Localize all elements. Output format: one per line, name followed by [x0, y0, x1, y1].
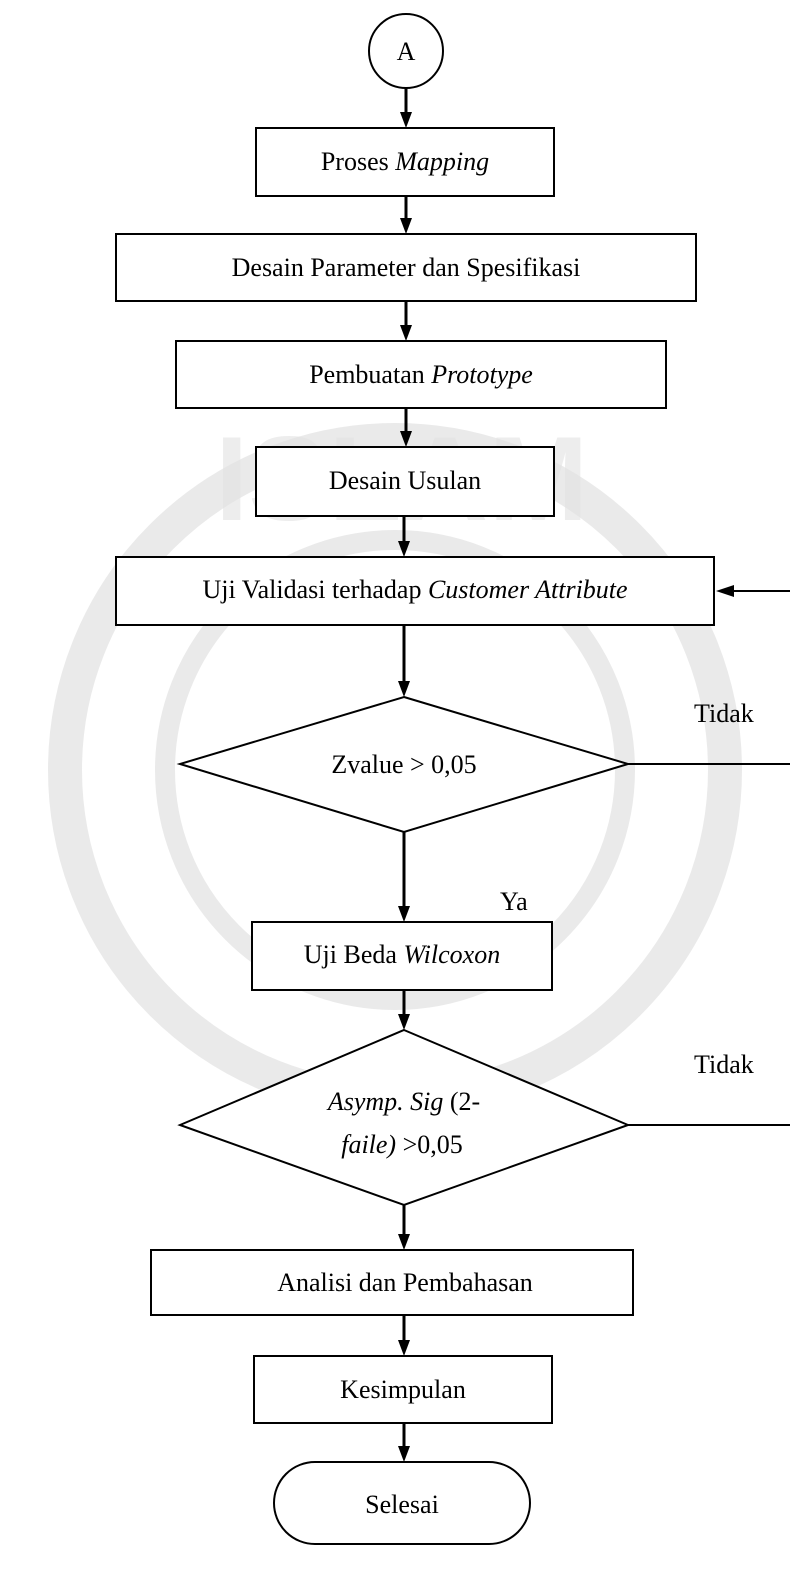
- process-desain-parameter: Desain Parameter dan Spesifikasi: [115, 233, 697, 302]
- process-pembuatan-prototype: Pembuatan Prototype: [175, 340, 667, 409]
- svg-text:Pembuatan Prototype: Pembuatan Prototype: [309, 360, 533, 389]
- svg-text:Proses Mapping: Proses Mapping: [321, 147, 489, 176]
- proses-mapping-label-italic: Mapping: [394, 147, 489, 176]
- svg-text:Asymp. Sig (2-: Asymp. Sig (2-: [326, 1087, 480, 1116]
- uji-validasi-label: Uji Validasi terhadap: [202, 575, 428, 604]
- decision-asymp-sig: Asymp. Sig (2- faile) >0,05: [177, 1028, 631, 1207]
- process-analisi: Analisi dan Pembahasan: [150, 1249, 634, 1316]
- process-uji-beda: Uji Beda Wilcoxon: [251, 921, 553, 991]
- terminator-selesai: Selesai: [273, 1461, 531, 1545]
- selesai-label: Selesai: [365, 1490, 439, 1519]
- process-proses-mapping: Proses Mapping: [255, 127, 555, 197]
- analisi-label: Analisi dan Pembahasan: [277, 1268, 533, 1297]
- pembuatan-prototype-label-italic: Prototype: [430, 360, 533, 389]
- desain-parameter-label: Desain Parameter dan Spesifikasi: [232, 253, 581, 282]
- uji-beda-label: Uji Beda: [304, 940, 404, 969]
- decision-asymp-line2-plain: >0,05: [396, 1130, 463, 1159]
- connectors: [398, 88, 790, 1462]
- process-uji-validasi: Uji Validasi terhadap Customer Attribute: [115, 556, 715, 626]
- connector-a: A: [368, 13, 444, 89]
- pembuatan-prototype-label: Pembuatan: [309, 360, 431, 389]
- process-desain-usulan: Desain Usulan: [255, 446, 555, 517]
- desain-usulan-label: Desain Usulan: [329, 466, 481, 495]
- kesimpulan-label: Kesimpulan: [340, 1375, 466, 1404]
- uji-beda-label-italic: Wilcoxon: [403, 940, 500, 969]
- svg-text:faile) >0,05: faile) >0,05: [341, 1130, 463, 1159]
- connector-a-label: A: [397, 37, 416, 66]
- uji-validasi-label-italic: Customer Attribute: [428, 575, 628, 604]
- decision-zvalue-label: Zvalue > 0,05: [331, 750, 476, 779]
- process-kesimpulan: Kesimpulan: [253, 1355, 553, 1424]
- decision-asymp-line1-italic: Asymp. Sig: [326, 1087, 444, 1116]
- decision-asymp-line1-plain: (2-: [443, 1087, 480, 1116]
- svg-text:Uji Beda Wilcoxon: Uji Beda Wilcoxon: [304, 940, 500, 969]
- svg-text:Uji Validasi terhadap Customer: Uji Validasi terhadap Customer Attribute: [202, 575, 627, 604]
- edge-label-ya: Ya: [500, 887, 528, 916]
- decision-asymp-line2-italic: faile): [341, 1130, 396, 1159]
- edge-label-tidak-1: Tidak: [694, 699, 754, 728]
- proses-mapping-label: Proses: [321, 147, 395, 176]
- edge-label-tidak-2: Tidak: [694, 1050, 754, 1079]
- decision-zvalue: Zvalue > 0,05: [176, 695, 632, 834]
